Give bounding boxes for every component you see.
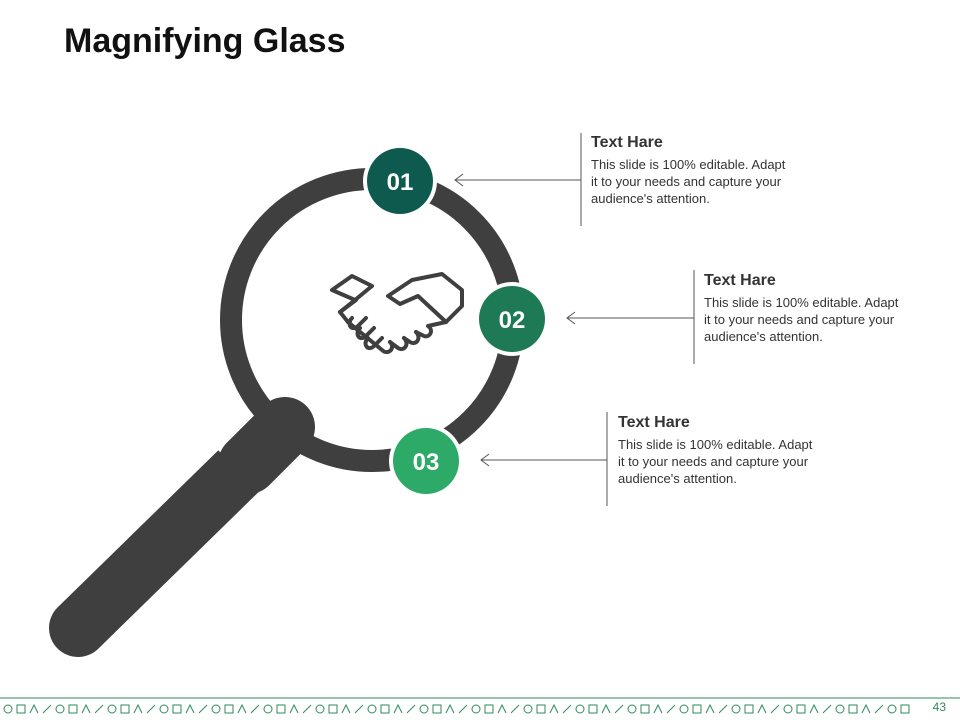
footer-pattern-glyph [770, 704, 780, 714]
footer-pattern-glyph [718, 704, 728, 714]
arrow-step-1 [454, 173, 581, 187]
footer-icon-strip [0, 697, 960, 714]
callout-body-3: This slide is 100% editable. Adapt it to… [618, 437, 813, 486]
footer-pattern-glyph [315, 704, 325, 714]
footer-pattern-glyph [887, 704, 897, 714]
slide-title: Magnifying Glass [64, 22, 346, 60]
footer-pattern-glyph [94, 704, 104, 714]
footer-pattern-glyph [692, 704, 702, 714]
callout-heading-3: Text Hare [618, 414, 690, 431]
step-number-2: 02 [499, 307, 526, 334]
footer-pattern-glyph [822, 704, 832, 714]
callout-step-1: Text Hare This slide is 100% editable. A… [591, 134, 791, 207]
callout-body-1: This slide is 100% editable. Adapt it to… [591, 157, 786, 206]
footer-pattern-glyph [835, 704, 845, 714]
callout-heading-2: Text Hare [704, 272, 776, 289]
footer-pattern-glyph [445, 703, 455, 714]
footer-pattern-glyph [328, 704, 338, 714]
footer-pattern-glyph [523, 704, 533, 714]
footer-pattern-glyph [510, 704, 520, 714]
footer-pattern-glyph [640, 704, 650, 714]
footer-pattern-glyph [575, 704, 585, 714]
footer-pattern-glyph [874, 704, 884, 714]
footer-pattern-glyph [276, 704, 286, 714]
handshake-icon [330, 272, 464, 355]
footer-pattern-glyph [68, 704, 78, 714]
footer-pattern-glyph [497, 703, 507, 714]
footer-pattern-glyph [757, 703, 767, 714]
footer-pattern-glyph [341, 703, 351, 714]
callout-heading-1: Text Hare [591, 134, 663, 151]
footer-pattern-glyph [653, 703, 663, 714]
callout-step-2: Text Hare This slide is 100% editable. A… [704, 272, 904, 345]
footer-pattern-glyph [783, 704, 793, 714]
footer-pattern-glyph [55, 704, 65, 714]
footer-pattern-glyph [146, 704, 156, 714]
footer-pattern-glyph [224, 704, 234, 714]
footer-pattern-glyph [458, 704, 468, 714]
footer-pattern-glyph [471, 704, 481, 714]
footer-pattern-glyph [211, 704, 221, 714]
footer-pattern-glyph [679, 704, 689, 714]
step-number-1: 01 [387, 169, 414, 196]
footer-pattern-glyph [861, 703, 871, 714]
footer-pattern-glyph [16, 704, 26, 714]
arrow-step-3 [480, 453, 607, 467]
footer-pattern-glyph [133, 703, 143, 714]
footer-pattern-glyph [198, 704, 208, 714]
footer-pattern-glyph [627, 704, 637, 714]
footer-pattern-glyph [900, 704, 910, 714]
footer-pattern-glyph [731, 704, 741, 714]
magnifier-handle [49, 397, 315, 657]
footer-pattern-glyph [705, 703, 715, 714]
footer-pattern-glyph [263, 704, 273, 714]
callout-body-2: This slide is 100% editable. Adapt it to… [704, 295, 899, 344]
footer-pattern-glyph [809, 703, 819, 714]
step-badge-1: 01 [363, 144, 437, 218]
footer-pattern-glyph [848, 704, 858, 714]
footer-pattern-glyph [796, 704, 806, 714]
footer-pattern-glyph [185, 703, 195, 714]
footer-pattern-glyph [562, 704, 572, 714]
step-badge-2: 02 [475, 282, 549, 356]
footer-pattern-glyph [744, 704, 754, 714]
footer-pattern-glyph [302, 704, 312, 714]
footer-pattern-glyph [42, 704, 52, 714]
magnifier-lens-ring [220, 168, 524, 472]
footer-pattern-glyph [289, 703, 299, 714]
footer-pattern-glyph [393, 703, 403, 714]
footer-pattern-glyph [159, 704, 169, 714]
footer-pattern-glyph [536, 704, 546, 714]
footer-pattern-glyph [380, 704, 390, 714]
footer-pattern-glyph [250, 704, 260, 714]
footer-pattern-glyph [484, 704, 494, 714]
footer-pattern-glyph [588, 704, 598, 714]
footer-pattern-glyph [81, 703, 91, 714]
callout-step-3: Text Hare This slide is 100% editable. A… [618, 414, 818, 487]
footer-pattern-glyph [107, 704, 117, 714]
footer-pattern-glyph [120, 704, 130, 714]
arrow-step-2 [566, 311, 694, 325]
step-badge-3: 03 [389, 424, 463, 498]
footer-pattern-glyph [367, 704, 377, 714]
footer-pattern-glyph [666, 704, 676, 714]
footer-pattern-glyph [601, 703, 611, 714]
footer-pattern-glyph [406, 704, 416, 714]
footer-pattern-glyph [172, 704, 182, 714]
footer-pattern-glyph [549, 703, 559, 714]
footer-pattern-glyph [29, 703, 39, 714]
footer-pattern-glyph [432, 704, 442, 714]
footer-pattern-glyph [237, 703, 247, 714]
footer-pattern-glyph [614, 704, 624, 714]
footer-pattern-glyph [354, 704, 364, 714]
footer-pattern-glyph [419, 704, 429, 714]
footer-pattern-glyph [3, 704, 13, 714]
page-number: 43 [932, 700, 946, 714]
step-number-3: 03 [413, 449, 440, 476]
